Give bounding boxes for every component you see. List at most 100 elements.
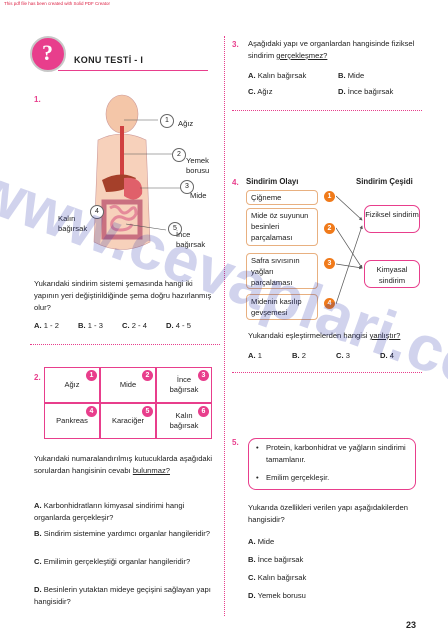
question-1-text: Yukarıdaki sindirim sistemi şemasında ha…	[34, 279, 212, 312]
label-esophagus: Yemek borusu	[186, 156, 210, 175]
q2-option-d-wrap: D. Besinlerin yutaktan mideye geçişini s…	[34, 584, 214, 608]
q5-option-d-label: D.	[248, 591, 256, 600]
event-box-2: Mide öz suyunun besinleri parçalaması	[246, 208, 318, 246]
q5-option-d[interactable]: Yemek borusu	[257, 591, 306, 600]
grid-cell-1: Ağız 1	[44, 367, 100, 403]
question-3-text-a: Aşağıdaki yapı ve organlardan hangisinde…	[248, 39, 415, 60]
event-box-3: Safra sıvısının yağları parçalaması	[246, 253, 318, 289]
q1-option-c-label: C.	[122, 321, 130, 330]
event-number-2: 2	[324, 223, 335, 234]
bullet-2-icon: •	[256, 473, 259, 482]
q5-option-b[interactable]: İnce bağırsak	[257, 555, 304, 564]
event-number-1: 1	[324, 191, 335, 202]
q3-option-a[interactable]: Kalın bağırsak	[257, 71, 307, 80]
grid-cell-6-text: Kalın bağırsak	[169, 411, 199, 430]
question-3-emphasis: gerçekleşmez?	[276, 51, 328, 60]
label-number-2: 2	[172, 148, 186, 162]
q3-option-b-label: B.	[338, 71, 346, 80]
page-title: KONU TESTİ - I	[74, 55, 144, 65]
q1-option-b[interactable]: 1 - 3	[87, 321, 103, 330]
question-4-text: Yukarıdaki eşleştirmelerden hangisi yanl…	[248, 330, 424, 342]
q1-option-c[interactable]: 2 - 4	[131, 321, 147, 330]
question-2-text: Yukarıdaki numaralandırılmış kutucuklard…	[34, 453, 220, 477]
type-box-chemical: Kimyasal sindirim	[364, 260, 420, 288]
q4-option-b[interactable]: 2	[301, 351, 306, 360]
label-stomach: Mide	[190, 191, 207, 200]
q1-option-d-label: D.	[166, 321, 174, 330]
grid-cell-3-text: İnce bağırsak	[169, 375, 199, 394]
type-box-physical: Fiziksel sindirim	[364, 205, 420, 233]
grid-cell-2-text: Mide	[119, 380, 137, 389]
q3-option-d[interactable]: İnce bağırsak	[347, 87, 394, 96]
q2-option-c-wrap: C. Emilimin gerçekleştiği organlar hangi…	[34, 556, 214, 568]
column-head-type: Sindirim Çeşidi	[356, 177, 413, 186]
grid-cell-5-number: 5	[142, 406, 153, 417]
grid-cell-1-number: 1	[86, 370, 97, 381]
divider-3-4	[232, 110, 422, 111]
divider-1-2	[30, 344, 220, 345]
question-2-emphasis: bulunmaz?	[132, 466, 170, 475]
column-divider	[224, 36, 225, 616]
q2-option-d[interactable]: Besinlerin yutaktan mideye geçişini sağl…	[34, 585, 211, 606]
q1-option-d[interactable]: 4 - 5	[175, 321, 191, 330]
bullet-1-icon: •	[256, 443, 259, 452]
q5-option-c[interactable]: Kalın bağırsak	[257, 573, 307, 582]
q1-option-b-label: B.	[78, 321, 86, 330]
q3-option-c[interactable]: Ağız	[257, 87, 273, 96]
label-number-5: 5	[168, 222, 182, 236]
label-small-intestine: İnce bağırsak	[176, 230, 206, 249]
q1-option-a[interactable]: 1 - 2	[43, 321, 59, 330]
question-1-number: 1.	[34, 95, 41, 104]
grid-cell-6-number: 6	[198, 406, 209, 417]
digestive-system-diagram	[93, 94, 180, 250]
q2-option-a-wrap: A. Karbonhidratların kimyasal sindirimi …	[34, 500, 214, 524]
q1-option-a-label: A.	[34, 321, 42, 330]
question-4-number: 4.	[232, 178, 239, 187]
q4-option-c[interactable]: 3	[345, 351, 350, 360]
matching-arrows	[336, 195, 363, 305]
q2-option-b-wrap: B. Sindirim sistemine yardımcı organlar …	[34, 528, 214, 540]
q5-bullet-1: Protein, karbonhidrat ve yağların sindir…	[266, 443, 406, 464]
question-4-text-a: Yukarıdaki eşleştirmelerden hangisi	[248, 331, 368, 340]
q3-option-c-label: C.	[248, 87, 256, 96]
question-3-number: 3.	[232, 40, 239, 49]
label-number-1: 1	[160, 114, 174, 128]
q4-option-b-label: B.	[292, 351, 300, 360]
q2-option-b[interactable]: Sindirim sistemine yardımcı organlar han…	[43, 529, 211, 538]
event-box-1: Çiğneme	[246, 190, 318, 205]
q5-option-d-wrap: D. Yemek borusu	[248, 590, 418, 602]
question-1-options: A. 1 - 2 B. 1 - 3 C. 2 - 4 D. 4 - 5	[34, 320, 224, 332]
q4-option-a[interactable]: 1	[257, 351, 262, 360]
event-number-4: 4	[324, 298, 335, 309]
question-2-text-a: Yukarıdaki numaralandırılmış kutucuklard…	[34, 454, 213, 475]
question-3-text: Aşağıdaki yapı ve organlardan hangisinde…	[248, 38, 426, 62]
question-5-number: 5.	[232, 438, 239, 447]
q4-option-d[interactable]: 4	[389, 351, 394, 360]
question-4-emphasis: yanlıştır?	[369, 331, 401, 340]
q5-info-box	[248, 438, 416, 490]
q5-option-b-label: B.	[248, 555, 256, 564]
grid-cell-1-text: Ağız	[64, 380, 80, 389]
q2-option-a[interactable]: Karbonhidratların kimyasal sindirimi han…	[34, 501, 185, 522]
q2-option-c-label: C.	[34, 557, 42, 566]
q5-option-b-wrap: B. İnce bağırsak	[248, 554, 418, 566]
q4-option-c-label: C.	[336, 351, 344, 360]
q5-bullet-2: Emilim gerçekleşir.	[266, 473, 330, 482]
event-number-3: 3	[324, 258, 335, 269]
question-2-number: 2.	[34, 373, 41, 382]
q5-option-c-wrap: C. Kalın bağırsak	[248, 572, 418, 584]
q2-option-b-label: B.	[34, 529, 42, 538]
divider-4-5	[232, 372, 422, 373]
label-number-4: 4	[90, 205, 104, 219]
q5-option-a-wrap: A. Mide	[248, 536, 418, 548]
q4-option-a-label: A.	[248, 351, 256, 360]
page-number: 23	[405, 620, 416, 630]
q2-option-c[interactable]: Emilimin gerçekleştiği organlar hangiler…	[43, 557, 191, 566]
q3-option-b[interactable]: Mide	[347, 71, 365, 80]
q5-option-a[interactable]: Mide	[257, 537, 275, 546]
q4-option-d-label: D.	[380, 351, 388, 360]
title-underline	[58, 54, 208, 71]
